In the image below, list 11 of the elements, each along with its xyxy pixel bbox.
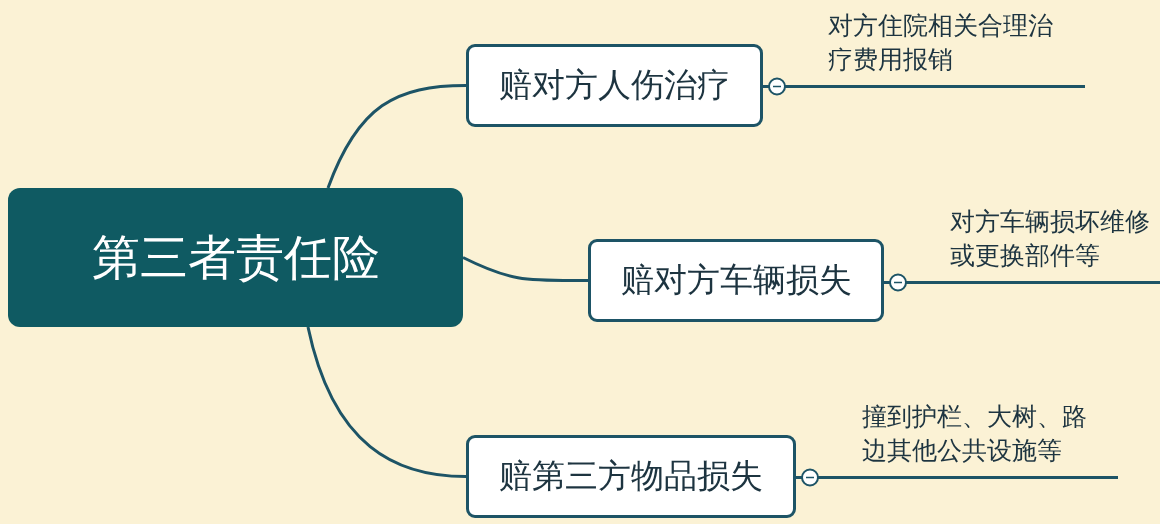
subtopic-text: 撞到护栏、大树、路边其他公共设施等 — [820, 399, 1118, 479]
subtopic-text: 对方车辆损坏维修或更换部件等 — [907, 204, 1160, 284]
topic-box: 赔对方车辆损失 — [588, 239, 884, 322]
topic-box: 赔对方人伤治疗 — [466, 44, 763, 127]
topic-box: 赔第三方物品损失 — [466, 435, 796, 518]
connector-line — [306, 326, 467, 478]
connector-line — [462, 256, 588, 283]
connector-line — [326, 84, 467, 189]
connector-line — [796, 476, 820, 479]
subtopic-text: 对方住院相关合理治疗费用报销 — [785, 8, 1085, 88]
central-topic-box: 第三者责任险 — [8, 188, 463, 327]
